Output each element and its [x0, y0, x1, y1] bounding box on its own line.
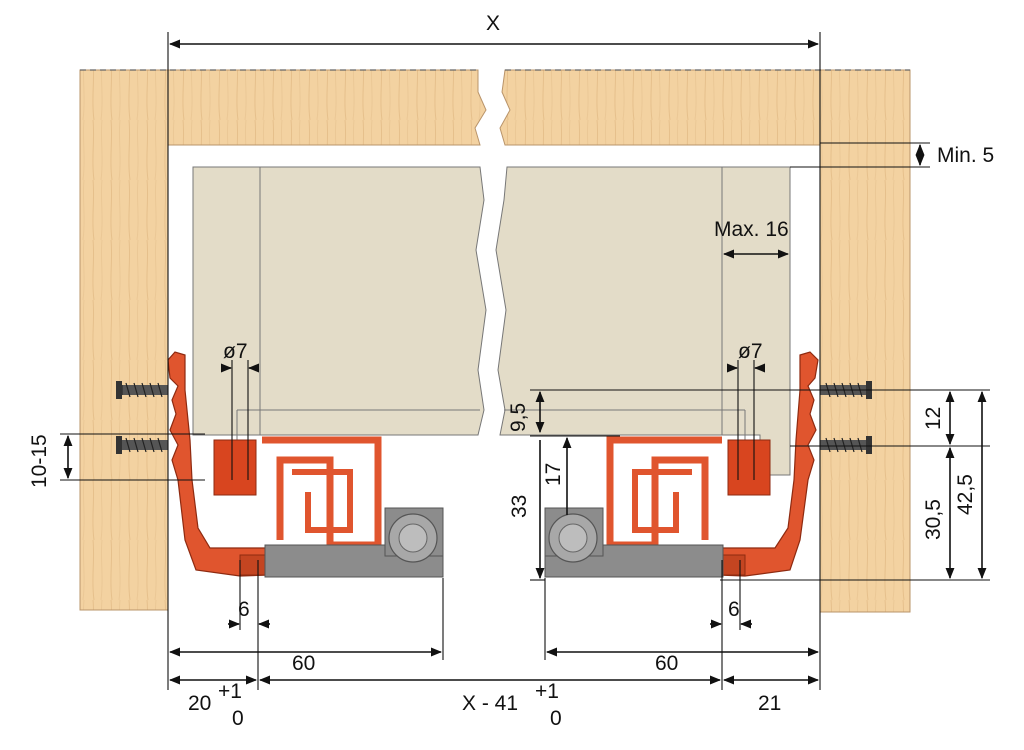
label-hole-right: ø7	[738, 340, 763, 363]
label-height-33: 33	[508, 495, 531, 518]
label-max-thickness: Max. 16	[714, 218, 789, 241]
left-screws	[116, 381, 168, 454]
label-middle-formula: X - 41	[462, 692, 518, 715]
label-hole-left: ø7	[223, 340, 248, 363]
label-side-right: 21	[758, 692, 781, 715]
dimension-lines	[60, 32, 990, 690]
label-length-right: 60	[655, 652, 678, 675]
label-side-left: 20	[188, 692, 211, 715]
label-tol-left-bottom: 0	[232, 707, 244, 730]
label-depth-9-5: 9,5	[507, 403, 530, 432]
label-overall-width: X	[486, 12, 500, 35]
label-tol-mid-bottom: 0	[550, 707, 562, 730]
label-min-gap: Min. 5	[937, 144, 994, 167]
label-height-30-5: 30,5	[922, 499, 945, 540]
label-height-42-5: 42,5	[954, 474, 977, 515]
label-offset-left: 6	[238, 598, 250, 621]
cabinet-top-panel	[79, 69, 911, 613]
label-tol-left-top: +1	[218, 680, 242, 703]
label-tol-mid-top: +1	[535, 680, 559, 703]
label-offset-right: 6	[728, 598, 740, 621]
label-height-12: 12	[922, 407, 945, 430]
label-screw-range: 10-15	[28, 434, 51, 488]
right-roller	[544, 507, 724, 578]
left-roller	[264, 507, 444, 578]
label-length-left: 60	[292, 652, 315, 675]
label-height-17: 17	[542, 463, 565, 486]
drawer-box	[192, 166, 791, 476]
